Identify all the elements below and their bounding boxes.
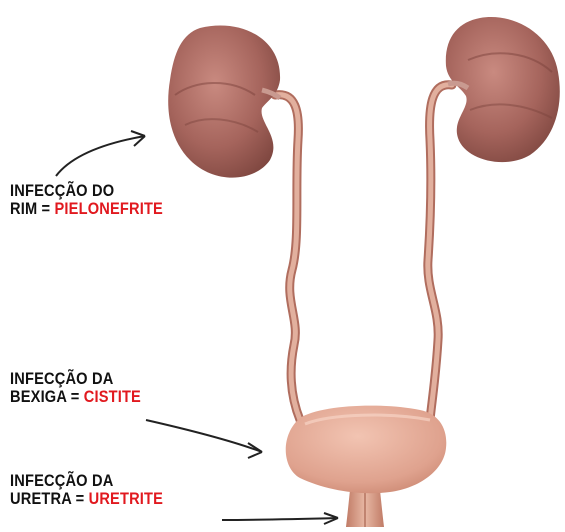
bladder-infection-label: INFECÇÃO DA BEXIGA = CISTITE <box>10 370 141 406</box>
left-kidney <box>168 25 280 177</box>
arrow-to-urethra <box>222 513 338 524</box>
urethra-label-prefix: URETRA = <box>10 489 89 508</box>
bladder-label-line1: INFECÇÃO DA <box>10 370 141 388</box>
kidney-label-line1: INFECÇÃO DO <box>10 182 163 200</box>
bladder-label-prefix: BEXIGA = <box>10 387 84 406</box>
bladder <box>286 406 447 494</box>
kidney-label-prefix: RIM = <box>10 199 55 218</box>
urethra-infection-label: INFECÇÃO DA URETRA = URETRITE <box>10 472 163 508</box>
urethra-infection-term: URETRITE <box>89 489 163 508</box>
urethra-label-line1: INFECÇÃO DA <box>10 472 163 490</box>
kidney-infection-term: PIELONEFRITE <box>55 199 163 218</box>
kidney-label-line2: RIM = PIELONEFRITE <box>10 200 163 218</box>
bladder-infection-term: CISTITE <box>84 387 141 406</box>
right-kidney <box>446 17 560 162</box>
arrow-to-kidney <box>56 131 145 176</box>
kidney-infection-label: INFECÇÃO DO RIM = PIELONEFRITE <box>10 182 163 218</box>
urethra-label-line2: URETRA = URETRITE <box>10 490 163 508</box>
arrow-to-bladder <box>146 420 262 458</box>
bladder-label-line2: BEXIGA = CISTITE <box>10 388 141 406</box>
